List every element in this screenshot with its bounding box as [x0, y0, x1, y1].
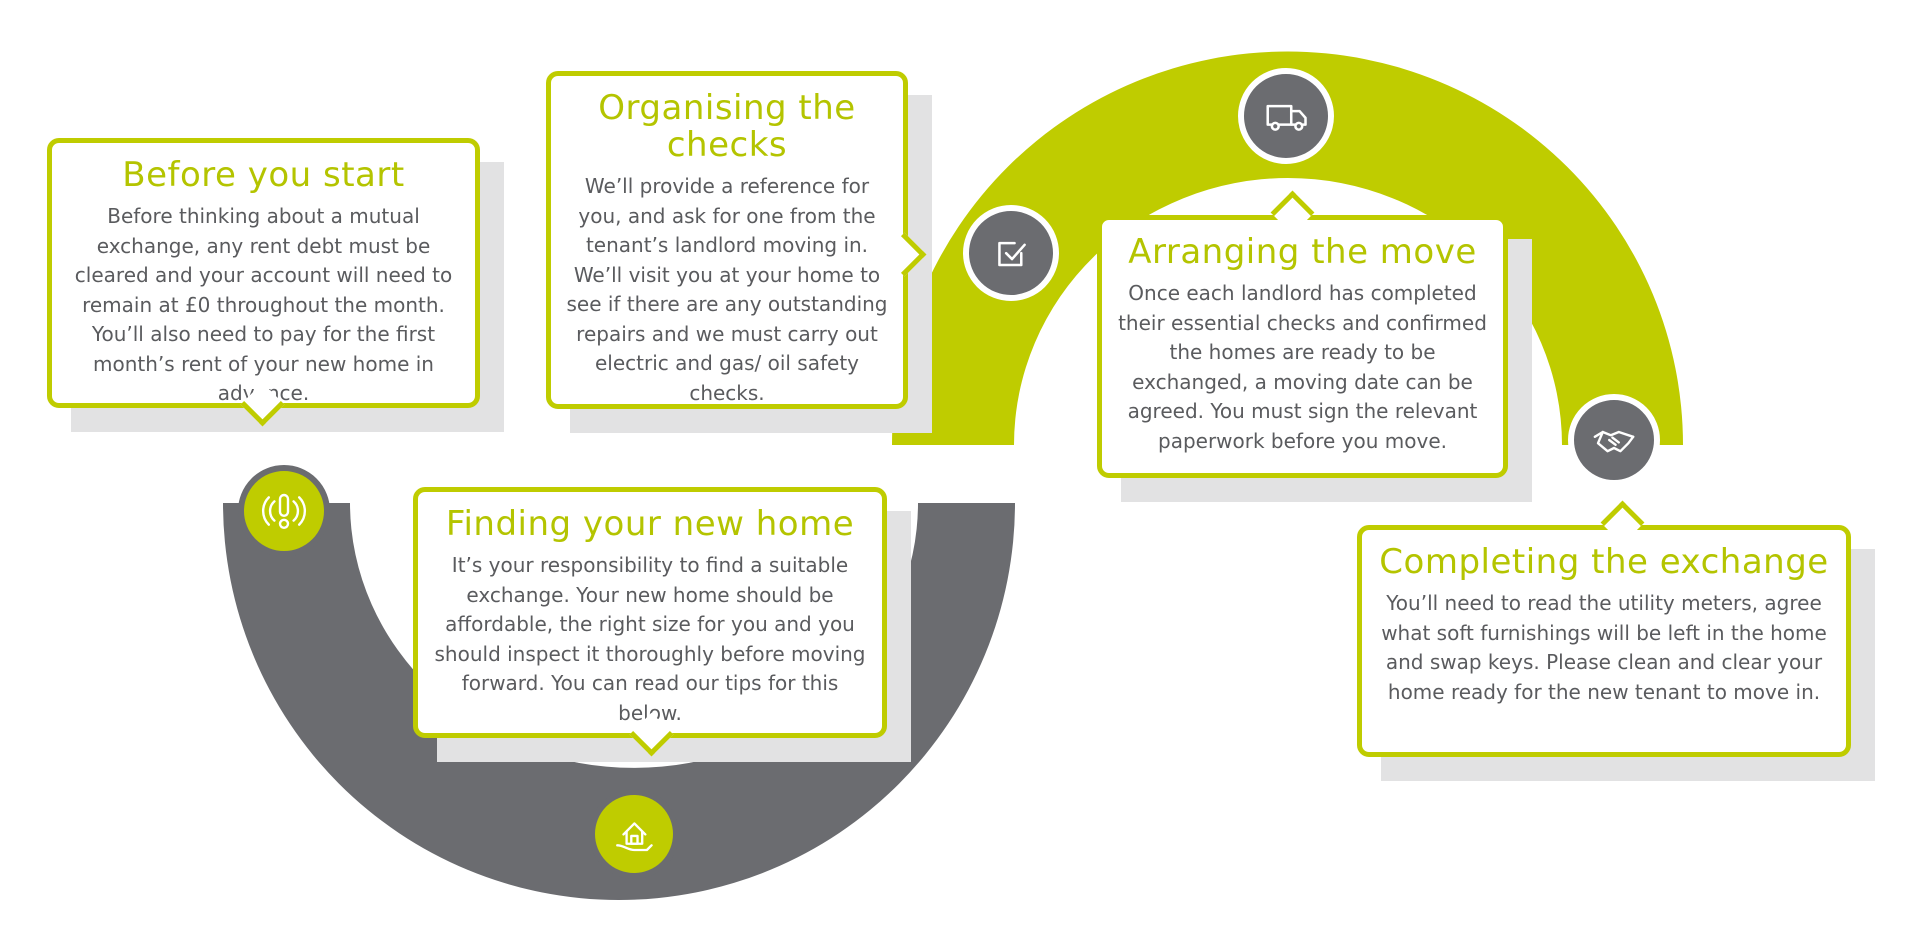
- card-box: Before you start Before thinking about a…: [47, 138, 480, 408]
- handshake-icon: [1568, 394, 1660, 486]
- step-title: Arranging the move: [1128, 232, 1477, 272]
- card-box: Organising the checks We’ll provide a re…: [546, 71, 908, 409]
- house-in-hand-icon: [589, 789, 679, 879]
- step-card-finding-your-new-home: Finding your new home It’s your responsi…: [413, 487, 911, 762]
- alert-signal-icon: [238, 465, 330, 557]
- step-card-completing-the-exchange: Completing the exchange You’ll need to r…: [1357, 500, 1875, 781]
- step-body: We’ll provide a reference for you, and a…: [566, 174, 888, 405]
- card-box: Arranging the move Once each landlord ha…: [1097, 215, 1508, 478]
- step-card-arranging-the-move: Arranging the move Once each landlord ha…: [1097, 190, 1532, 502]
- step-title: Completing the exchange: [1379, 542, 1829, 582]
- upper-lime-arc: [892, 51, 1683, 445]
- step-title: Organising the checks: [598, 88, 856, 165]
- step-body: You’ll need to read the utility meters, …: [1381, 591, 1827, 704]
- step-card-before-you-start: Before you start Before thinking about a…: [47, 138, 504, 432]
- step-title: Before you start: [122, 155, 405, 195]
- removal-van-icon: [1238, 68, 1334, 164]
- lower-gray-arc: [223, 503, 1015, 900]
- card-box: Completing the exchange You’ll need to r…: [1357, 525, 1851, 757]
- card-box: Finding your new home It’s your responsi…: [413, 487, 887, 738]
- checkbox-icon: [963, 205, 1059, 301]
- step-body: It’s your responsibility to find a suita…: [434, 553, 866, 725]
- step-title: Finding your new home: [445, 504, 855, 544]
- step-body: Before thinking about a mutual exchange,…: [74, 204, 453, 405]
- step-body: Once each landlord has completed their e…: [1118, 281, 1487, 453]
- step-card-organising-the-checks: Organising the checks We’ll provide a re…: [546, 71, 932, 433]
